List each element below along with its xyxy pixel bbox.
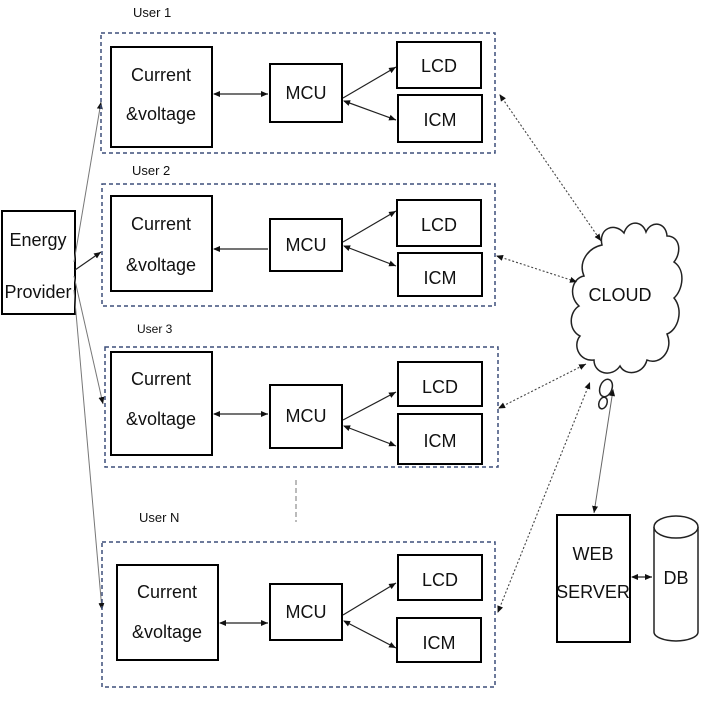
cloud-tail-bubble — [597, 396, 609, 410]
icm-box — [397, 413, 483, 465]
link-provider-user3 — [73, 275, 105, 405]
user-group: User N Current &voltage MCU LCD ICM — [101, 510, 496, 688]
web-server-box — [556, 514, 631, 643]
sensor-label-line2: &voltage — [126, 255, 196, 275]
link-cloud-usern — [497, 381, 591, 613]
energy-provider-box — [1, 210, 76, 315]
sensor-label-line1: Current — [131, 369, 191, 389]
mcu-box — [269, 218, 343, 272]
cloud-node: CLOUD — [570, 222, 683, 410]
mcu-icm-link — [343, 620, 397, 649]
link-cloud-webserver — [592, 389, 616, 514]
mcu-label: MCU — [286, 602, 327, 622]
web-server-label-line1: WEB — [572, 544, 613, 564]
sensor-label-line1: Current — [137, 582, 197, 602]
mcu-label: MCU — [286, 235, 327, 255]
link-provider-user2 — [74, 251, 102, 271]
energy-distribution-links — [73, 101, 105, 611]
db-cylinder-top — [653, 515, 699, 539]
energy-provider-label-line1: Energy — [9, 230, 66, 250]
lcd-label: LCD — [421, 215, 457, 235]
user-group: User 3 Current &voltage MCU LCD ICM — [104, 322, 499, 468]
user-group: User 1 Current &voltage MCU LCD ICM — [100, 5, 496, 154]
lcd-label: LCD — [422, 377, 458, 397]
sensor-label-line1: Current — [131, 65, 191, 85]
user-group: User 2 Current &voltage MCU LCD ICM — [101, 163, 496, 307]
link-cloud-user3 — [498, 363, 587, 409]
icm-box — [397, 94, 483, 143]
user-title: User 2 — [132, 163, 170, 178]
icm-label: ICM — [424, 268, 457, 288]
mcu-lcd-link — [342, 582, 397, 616]
db-cylinder-body — [653, 527, 699, 642]
icm-box — [396, 617, 482, 663]
mcu-icm-link — [343, 100, 397, 121]
link-provider-usern — [73, 289, 105, 611]
user-group-border — [100, 32, 496, 154]
current-voltage-sensor-box — [110, 46, 213, 148]
mcu-icm-link — [343, 245, 397, 267]
mcu-label: MCU — [286, 406, 327, 426]
db-label: DB — [663, 568, 688, 588]
cloud-label: CLOUD — [588, 285, 651, 305]
lcd-box — [397, 361, 483, 407]
energy-provider-label-line2: Provider — [4, 282, 71, 302]
lcd-label: LCD — [422, 570, 458, 590]
cloud-shape — [570, 222, 683, 374]
mcu-lcd-link — [342, 391, 397, 421]
current-voltage-sensor-box — [110, 351, 213, 456]
mcu-box — [269, 583, 343, 641]
icm-label: ICM — [424, 110, 457, 130]
mcu-label: MCU — [286, 83, 327, 103]
mcu-icm-link — [343, 425, 397, 447]
mcu-box — [269, 63, 343, 123]
user-group-border — [101, 183, 496, 307]
energy-provider-node: Energy Provider — [1, 210, 76, 315]
current-voltage-sensor-box — [110, 195, 213, 292]
icm-label: ICM — [424, 431, 457, 451]
user-title: User N — [139, 510, 179, 525]
link-cloud-user1 — [499, 94, 602, 242]
link-provider-user1 — [73, 101, 103, 263]
sensor-label-line1: Current — [131, 214, 191, 234]
mcu-lcd-link — [342, 210, 397, 243]
current-voltage-sensor-box — [116, 564, 219, 661]
web-server-label-line2: SERVER — [556, 582, 630, 602]
sensor-label-line2: &voltage — [126, 104, 196, 124]
link-cloud-user2 — [496, 255, 578, 283]
lcd-label: LCD — [421, 56, 457, 76]
web-server-node: WEB SERVER — [556, 514, 631, 643]
user-title: User 1 — [133, 5, 171, 20]
lcd-box — [397, 554, 483, 601]
lcd-box — [396, 41, 482, 89]
user-group-border — [104, 346, 499, 468]
mcu-box — [269, 384, 343, 449]
mcu-lcd-link — [342, 66, 397, 99]
sensor-label-line2: &voltage — [132, 622, 202, 642]
user-group-border — [101, 541, 496, 688]
lcd-box — [396, 199, 482, 247]
icm-box — [397, 252, 483, 297]
user-title: User 3 — [137, 322, 173, 336]
database-node: DB — [653, 515, 699, 642]
cloud-links — [496, 94, 602, 613]
sensor-label-line2: &voltage — [126, 409, 196, 429]
icm-label: ICM — [423, 633, 456, 653]
